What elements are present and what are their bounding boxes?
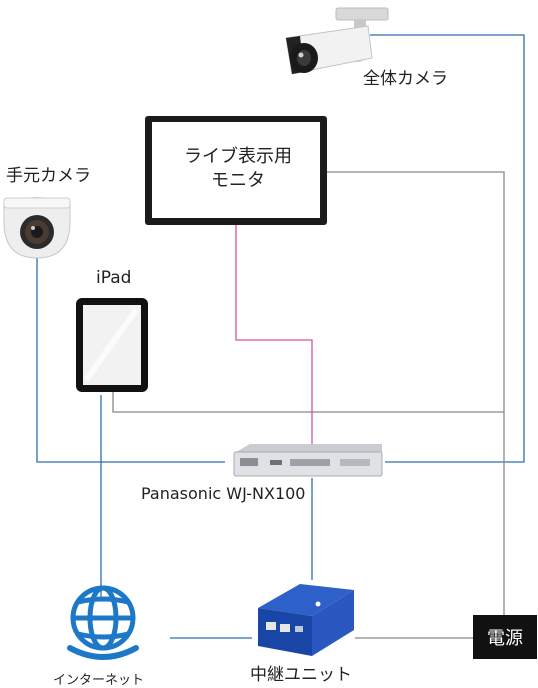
overview-camera-label: 全体カメラ	[363, 69, 448, 89]
line-monitor-to-recorder	[235, 225, 313, 447]
tablet-icon	[76, 298, 148, 392]
network-recorder-icon	[233, 444, 383, 477]
handheld-camera-label: 手元カメラ	[6, 166, 91, 186]
recorder-label: Panasonic WJ-NX100	[141, 484, 306, 503]
globe-icon	[67, 585, 139, 660]
line-overview-camera-to-recorder	[370, 34, 525, 463]
power-lines	[112, 171, 505, 639]
relay-unit-label: 中継ユニット	[250, 665, 352, 685]
dome-camera-icon	[3, 197, 71, 259]
power-label: 電源	[487, 628, 523, 649]
relay-unit-icon	[258, 584, 354, 656]
line-handheld-camera-to-recorder	[36, 255, 225, 463]
power-box: 電源	[473, 615, 537, 659]
line-ipad-power	[112, 392, 504, 413]
line-monitor-power	[326, 171, 505, 615]
monitor-icon	[145, 116, 327, 225]
ipad-label: iPad	[96, 268, 132, 288]
bullet-camera-icon	[285, 7, 389, 75]
internet-label: インターネット	[53, 673, 145, 688]
monitor-label-line1: ライブ表示用	[184, 146, 292, 167]
monitor-label: ライブ表示用 モニタ	[150, 145, 326, 193]
network-lines	[36, 34, 525, 639]
monitor-label-line2: モニタ	[211, 170, 265, 191]
